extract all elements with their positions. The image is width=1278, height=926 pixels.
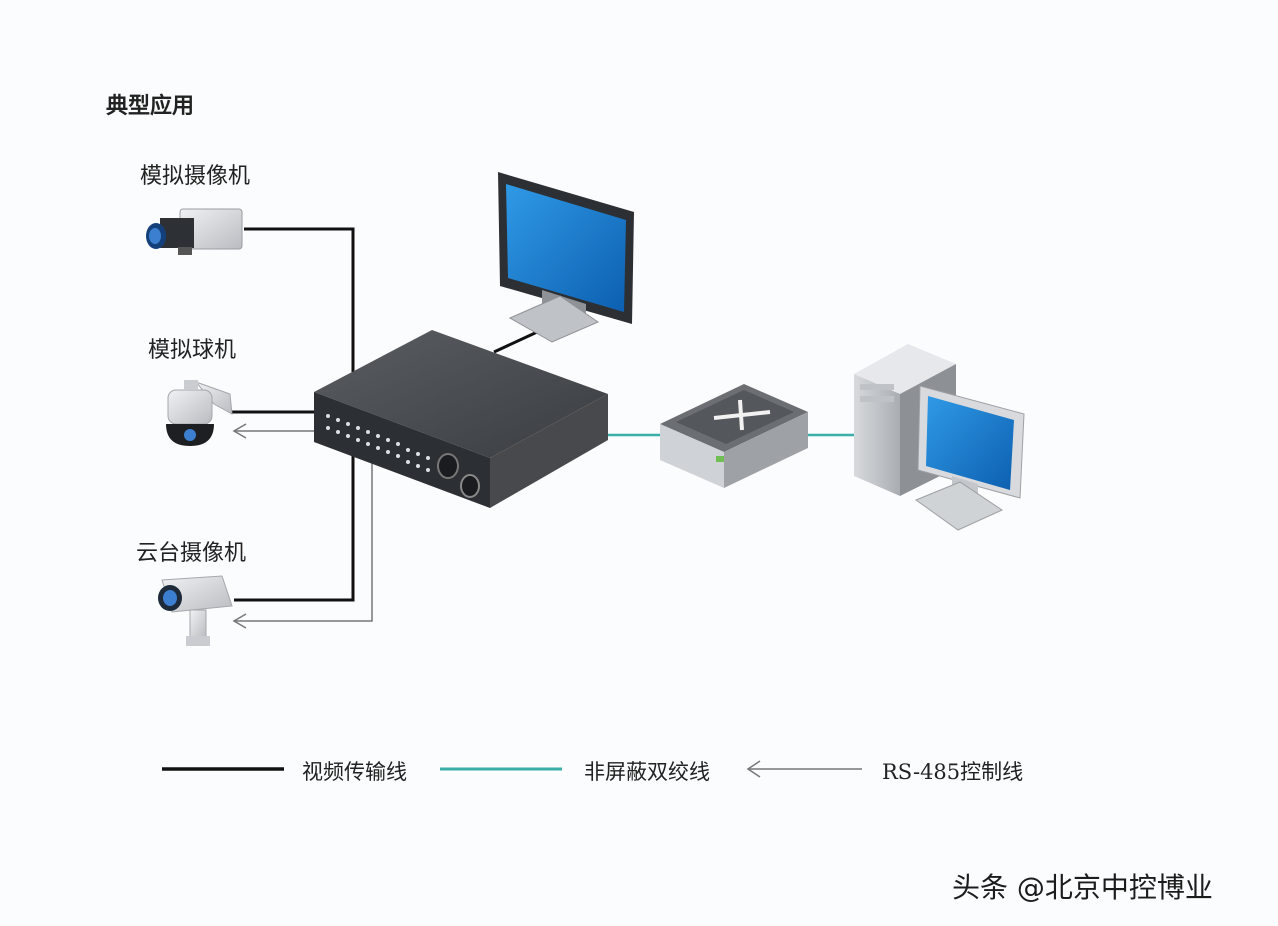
label-ptz-camera: 云台摄像机 (136, 541, 247, 566)
switch-arrows-icon (713, 399, 771, 431)
label-analog-camera: 模拟摄像机 (140, 164, 251, 189)
network-switch-icon (660, 384, 808, 488)
rs485-line-ptz (234, 460, 373, 622)
label-analog-dome: 模拟球机 (148, 338, 237, 363)
analog-dome-icon (166, 380, 233, 446)
legend-rs485-label: RS-485控制线 (882, 760, 1024, 784)
rs485-arrow-dome (232, 423, 247, 439)
monitor-icon (498, 172, 634, 343)
watermark: 头条 @北京中控博业 (952, 871, 1213, 904)
ptz-camera-icon (158, 575, 233, 646)
rs485-arrow-ptz (232, 613, 247, 629)
dvr-icon (314, 330, 608, 508)
video-line-ptz (234, 450, 355, 602)
diagram-title: 典型应用 (106, 94, 195, 119)
legend-rs485-arrow (746, 760, 761, 778)
pc-monitor-icon (914, 385, 1025, 531)
analog-camera-icon (146, 208, 243, 255)
legend-utp-label: 非屏蔽双绞线 (584, 760, 710, 784)
legend-video-label: 视频传输线 (302, 760, 407, 784)
video-line-analog-camera (244, 227, 355, 372)
